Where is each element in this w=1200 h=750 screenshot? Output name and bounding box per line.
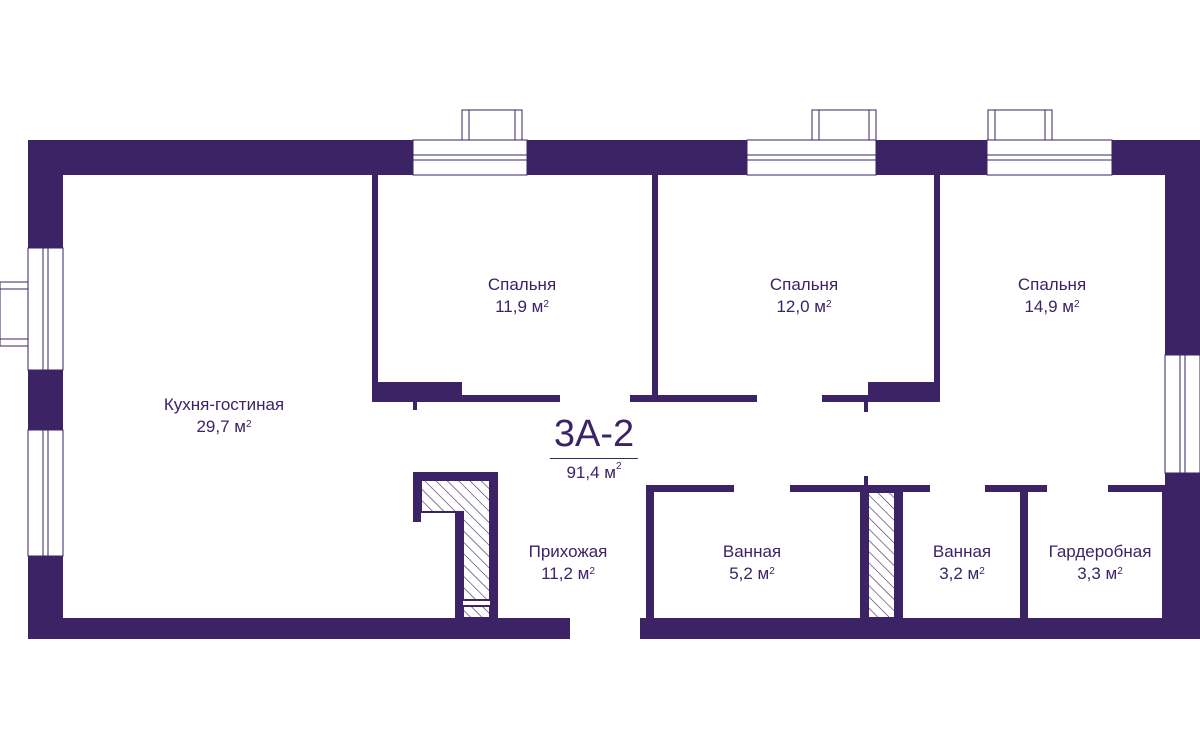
- room-name: Кухня-гостиная: [163, 395, 285, 414]
- room-label-bedroom3: Спальня 14,9 м2: [1017, 275, 1087, 316]
- room-name: Спальня: [1017, 275, 1087, 294]
- outer-wall-bottom: [28, 618, 1200, 639]
- room-label-bath2: Ванная 3,2 м2: [932, 542, 992, 583]
- room-area: 5,2 м: [729, 564, 770, 583]
- ventilation-shaft-hall-small: [462, 605, 491, 619]
- interior-walls-lower: [413, 472, 1170, 625]
- outer-wall-right: [1165, 140, 1200, 639]
- room-label-bedroom2: Спальня 12,0 м2: [769, 275, 839, 316]
- window-bedroom3: [986, 109, 1113, 176]
- room-name: Ванная: [932, 542, 992, 561]
- room-area: 3,3 м: [1077, 564, 1118, 583]
- ventilation-shaft-hall: [420, 479, 491, 601]
- plan-code: 3А-2: [549, 412, 639, 459]
- room-area: 14,9 м: [1024, 297, 1074, 316]
- room-label-wardrobe: Гардеробная 3,3 м2: [1048, 542, 1152, 583]
- room-area: 12,0 м: [776, 297, 826, 316]
- ventilation-shaft-bath: [867, 491, 896, 619]
- room-name: Спальня: [769, 275, 839, 294]
- room-label-bedroom1: Спальня 11,9 м2: [487, 275, 557, 316]
- room-area: 11,2 м: [541, 564, 590, 583]
- interior-walls-bedrooms: [372, 175, 940, 412]
- room-name: Спальня: [487, 275, 557, 294]
- outer-wall-left: [28, 140, 63, 639]
- window-bedroom1: [412, 109, 528, 176]
- room-label-kitchen: Кухня-гостиная 29,7 м2: [163, 395, 285, 436]
- room-area: 29,7 м: [196, 417, 246, 436]
- plan-total-area: 91,4 м: [566, 463, 616, 482]
- room-name: Ванная: [722, 542, 782, 561]
- window-kitchen-2: [27, 429, 64, 557]
- room-area: 3,2 м: [939, 564, 980, 583]
- room-label-bath1: Ванная 5,2 м2: [722, 542, 782, 583]
- room-area: 11,9 м: [495, 297, 544, 316]
- room-name: Прихожая: [528, 542, 608, 561]
- room-name: Гардеробная: [1048, 542, 1152, 561]
- window-bedroom2: [746, 109, 877, 176]
- window-bedroom3-side: [1164, 354, 1200, 474]
- room-label-hall: Прихожая 11,2 м2: [528, 542, 608, 583]
- window-kitchen-1: [0, 247, 64, 371]
- plan-title: 3А-2 91,4 м2: [549, 412, 639, 483]
